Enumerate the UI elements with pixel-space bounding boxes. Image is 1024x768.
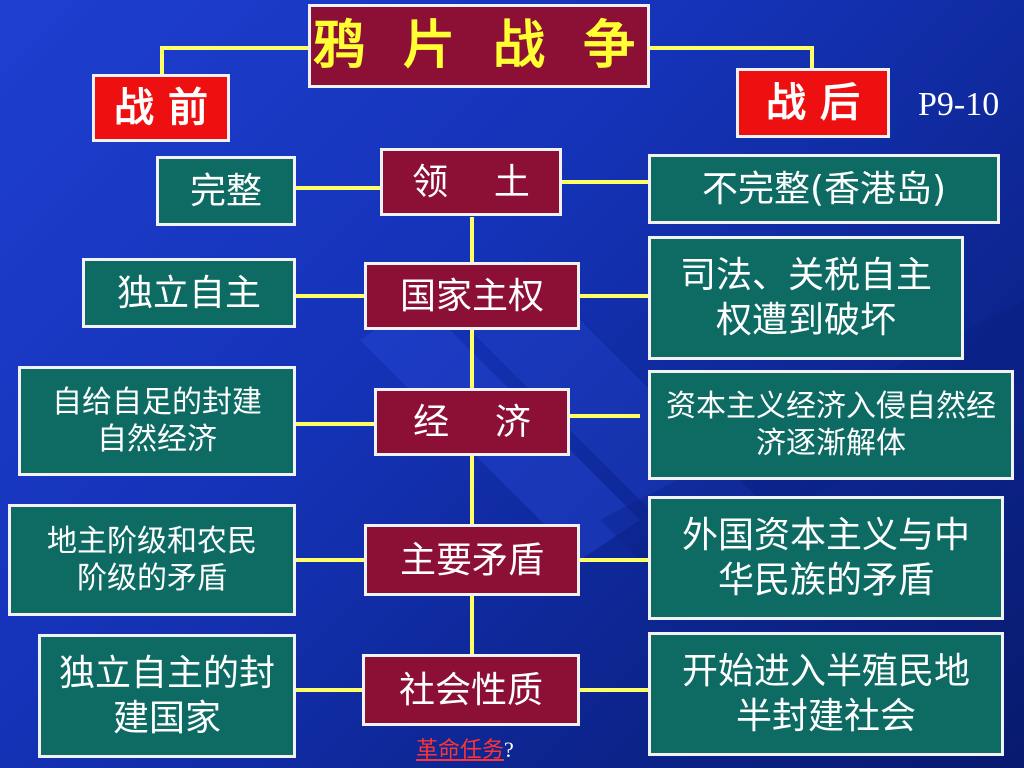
- after-sovereignty: 司法、关税自主权遭到破坏: [648, 236, 964, 360]
- footer-suffix: ?: [504, 737, 514, 762]
- footer-link: 革命任务?: [416, 732, 514, 764]
- revolution-task-link[interactable]: 革命任务: [416, 737, 505, 762]
- before-society: 独立自主的封建国家: [38, 634, 296, 758]
- before-sovereignty: 独立自主: [82, 258, 296, 328]
- before-war-label: 战 前: [92, 74, 230, 142]
- before-contradiction: 地主阶级和农民阶级的矛盾: [8, 504, 296, 616]
- aspect-sovereignty: 国家主权: [364, 262, 580, 330]
- page-reference: P9-10: [918, 86, 1000, 123]
- before-territory: 完整: [156, 156, 296, 226]
- aspect-economy: 经 济: [374, 388, 570, 456]
- after-economy: 资本主义经济入侵自然经济逐渐解体: [648, 370, 1014, 480]
- before-economy: 自给自足的封建自然经济: [18, 366, 296, 476]
- after-territory: 不完整(香港岛): [648, 154, 1000, 224]
- after-contradiction: 外国资本主义与中华民族的矛盾: [648, 496, 1004, 620]
- after-society: 开始进入半殖民地半封建社会: [648, 632, 1004, 756]
- aspect-society: 社会性质: [362, 654, 580, 726]
- after-war-label: 战 后: [736, 68, 890, 138]
- aspect-contradiction: 主要矛盾: [364, 524, 580, 596]
- aspect-territory: 领 土: [380, 148, 562, 216]
- title-box: 鸦 片 战 争: [308, 4, 650, 88]
